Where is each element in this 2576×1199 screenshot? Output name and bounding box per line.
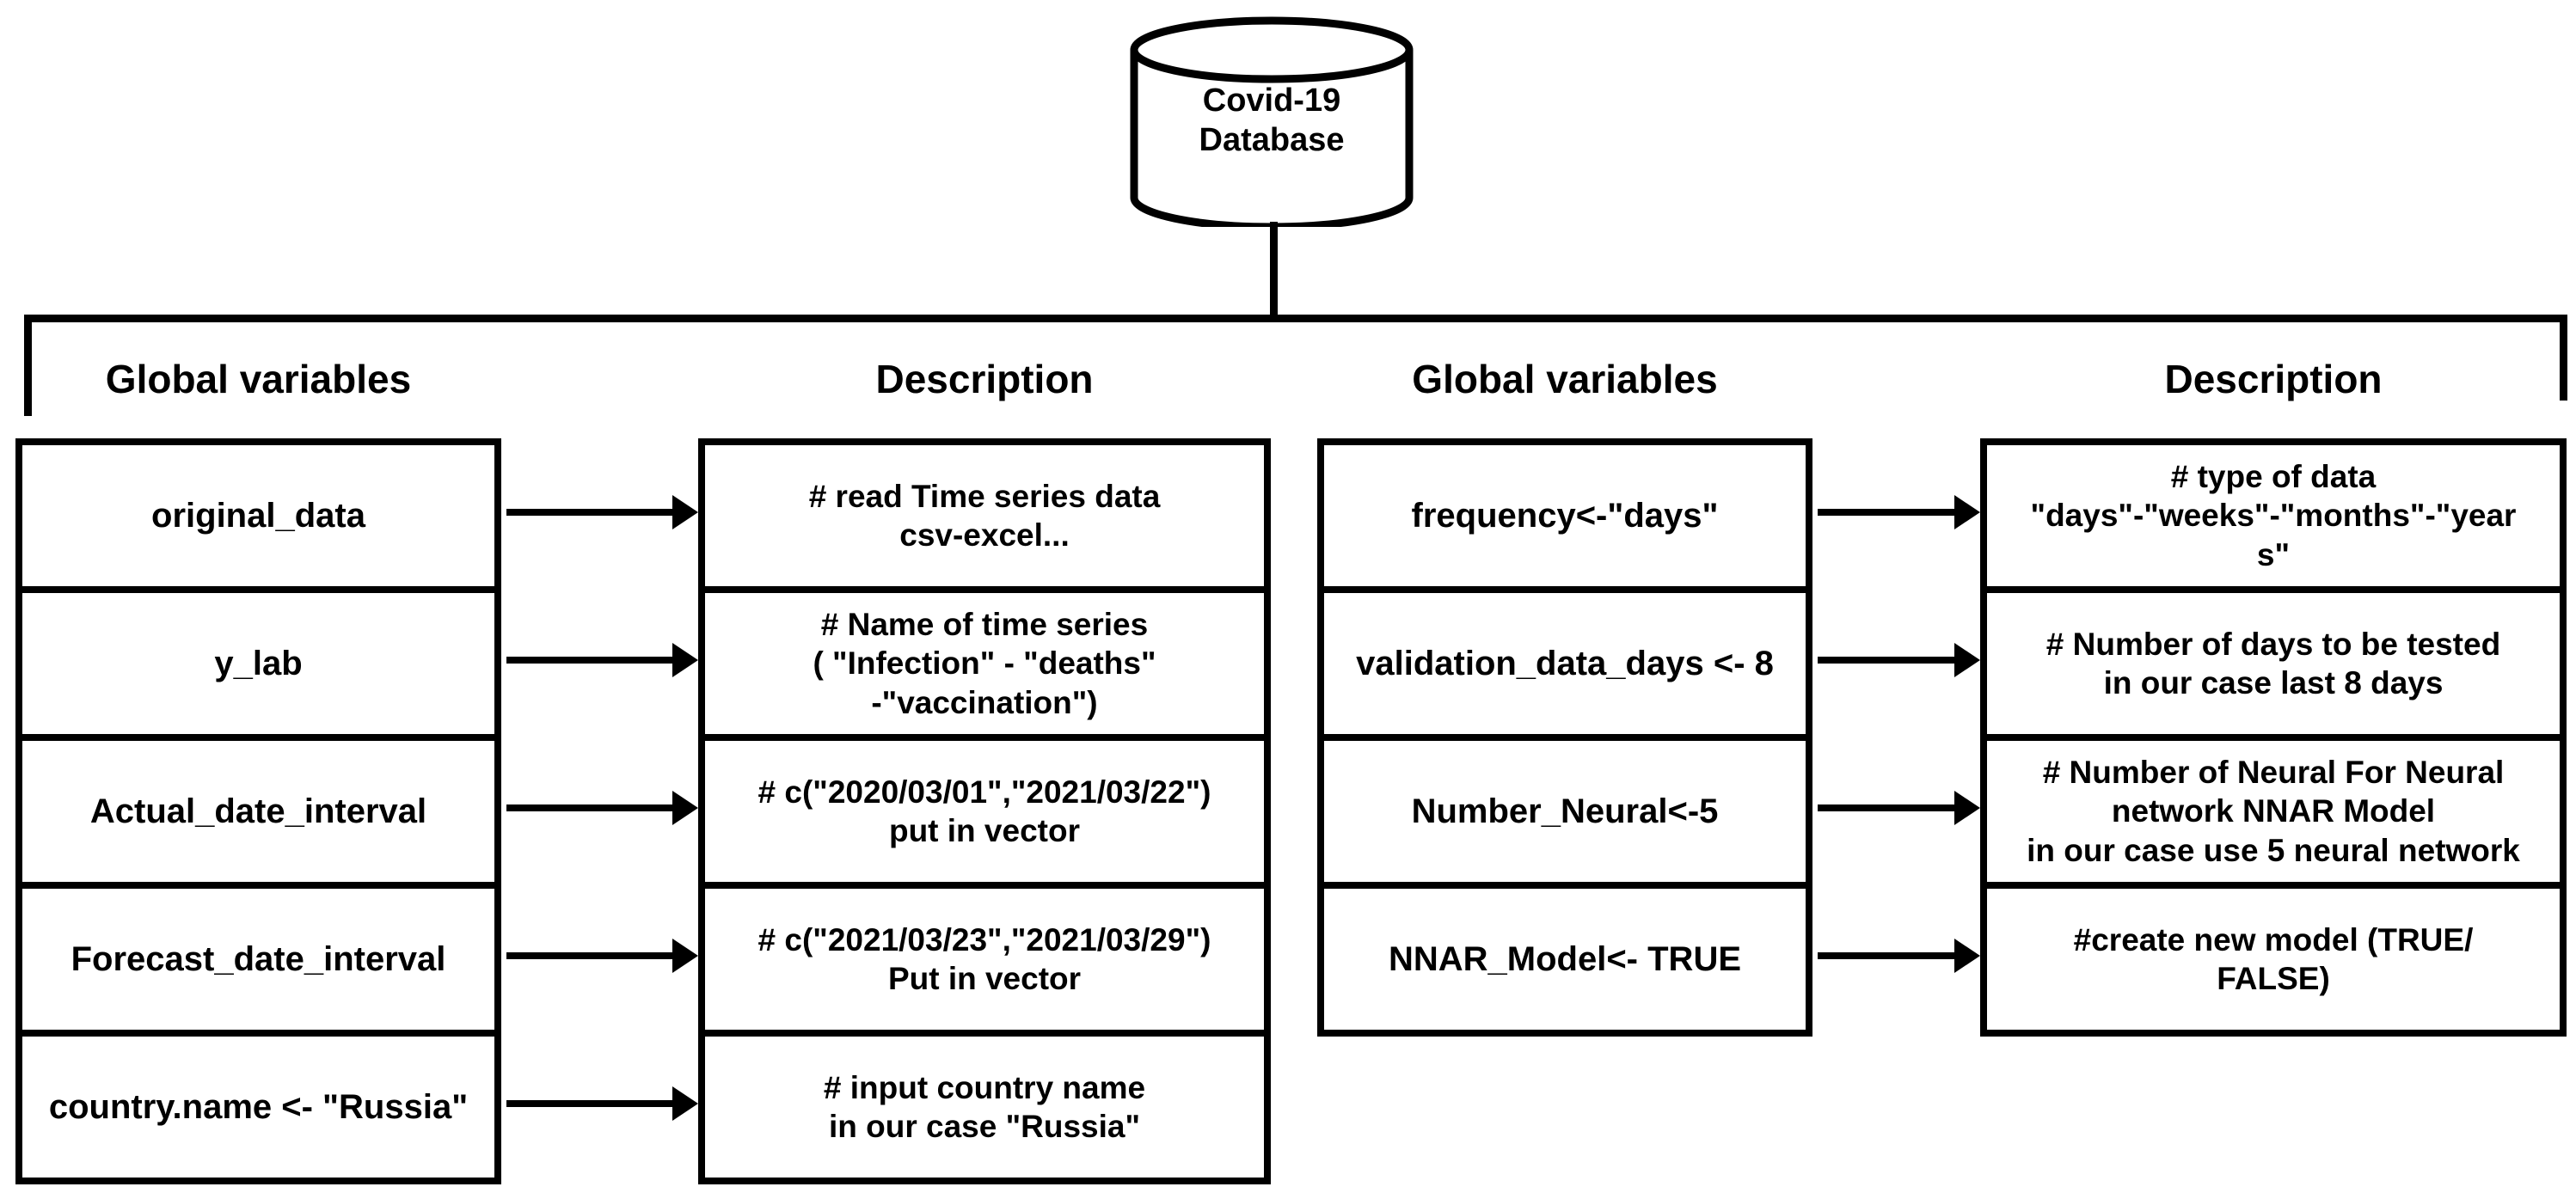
arrow-right-icon (672, 939, 698, 973)
arrow-connector-right-2 (1818, 657, 1954, 664)
arrow-connector-left-3 (506, 804, 672, 811)
bracket-left (24, 315, 32, 416)
database-cylinder: Covid-19 Database (1130, 12, 1414, 227)
left-description-column: # read Time series data csv-excel... # N… (698, 438, 1271, 1184)
description-box: # Number of Neural For Neural network NN… (1980, 734, 2567, 889)
database-label: Covid-19 Database (1199, 83, 1345, 158)
left-variables-column: original_data y_lab Actual_date_interval… (15, 438, 501, 1184)
description-box: # input country name in our case "Russia… (698, 1030, 1271, 1184)
left-variables-header: Global variables (105, 357, 412, 401)
right-description-header: Description (2164, 357, 2383, 401)
arrow-right-icon (672, 495, 698, 529)
variable-box: Number_Neural<-5 (1317, 734, 1812, 889)
arrow-connector-left-1 (506, 509, 672, 516)
cylinder-icon (1130, 16, 1414, 227)
arrow-right-icon (672, 643, 698, 677)
description-box: # c("2021/03/23","2021/03/29") Put in ve… (698, 882, 1271, 1037)
description-box: # c("2020/03/01","2021/03/22") put in ve… (698, 734, 1271, 889)
description-box: # Name of time series ( "Infection" - "d… (698, 586, 1271, 741)
connector-bar (24, 315, 2567, 322)
description-box: # read Time series data csv-excel... (698, 438, 1271, 593)
variable-box: country.name <- "Russia" (15, 1030, 501, 1184)
arrow-right-icon (672, 791, 698, 825)
connector-stem (1270, 222, 1278, 318)
right-variables-header: Global variables (1412, 357, 1718, 401)
variable-box: original_data (15, 438, 501, 593)
variable-box: Forecast_date_interval (15, 882, 501, 1037)
arrow-right-icon (1954, 643, 1980, 677)
arrow-right-icon (1954, 495, 1980, 529)
arrow-connector-left-5 (506, 1100, 672, 1107)
arrow-right-icon (672, 1086, 698, 1121)
arrow-connector-right-1 (1818, 509, 1954, 516)
variable-box: validation_data_days <- 8 (1317, 586, 1812, 741)
variable-box: NNAR_Model<- TRUE (1317, 882, 1812, 1037)
arrow-connector-left-2 (506, 657, 672, 664)
description-box: # Number of days to be tested in our cas… (1980, 586, 2567, 741)
variable-box: Actual_date_interval (15, 734, 501, 889)
arrow-right-icon (1954, 939, 1980, 973)
bracket-right (2560, 315, 2567, 401)
variable-box: y_lab (15, 586, 501, 741)
variable-box: frequency<-"days" (1317, 438, 1812, 593)
arrow-right-icon (1954, 791, 1980, 825)
arrow-connector-right-3 (1818, 804, 1954, 811)
arrow-connector-left-4 (506, 952, 672, 959)
right-description-column: # type of data "days"-"weeks"-"months"-"… (1980, 438, 2567, 1037)
description-box: # type of data "days"-"weeks"-"months"-"… (1980, 438, 2567, 593)
left-description-header: Description (875, 357, 1094, 401)
description-box: #create new model (TRUE/ FALSE) (1980, 882, 2567, 1037)
arrow-connector-right-4 (1818, 952, 1954, 959)
right-variables-column: frequency<-"days" validation_data_days <… (1317, 438, 1812, 1037)
